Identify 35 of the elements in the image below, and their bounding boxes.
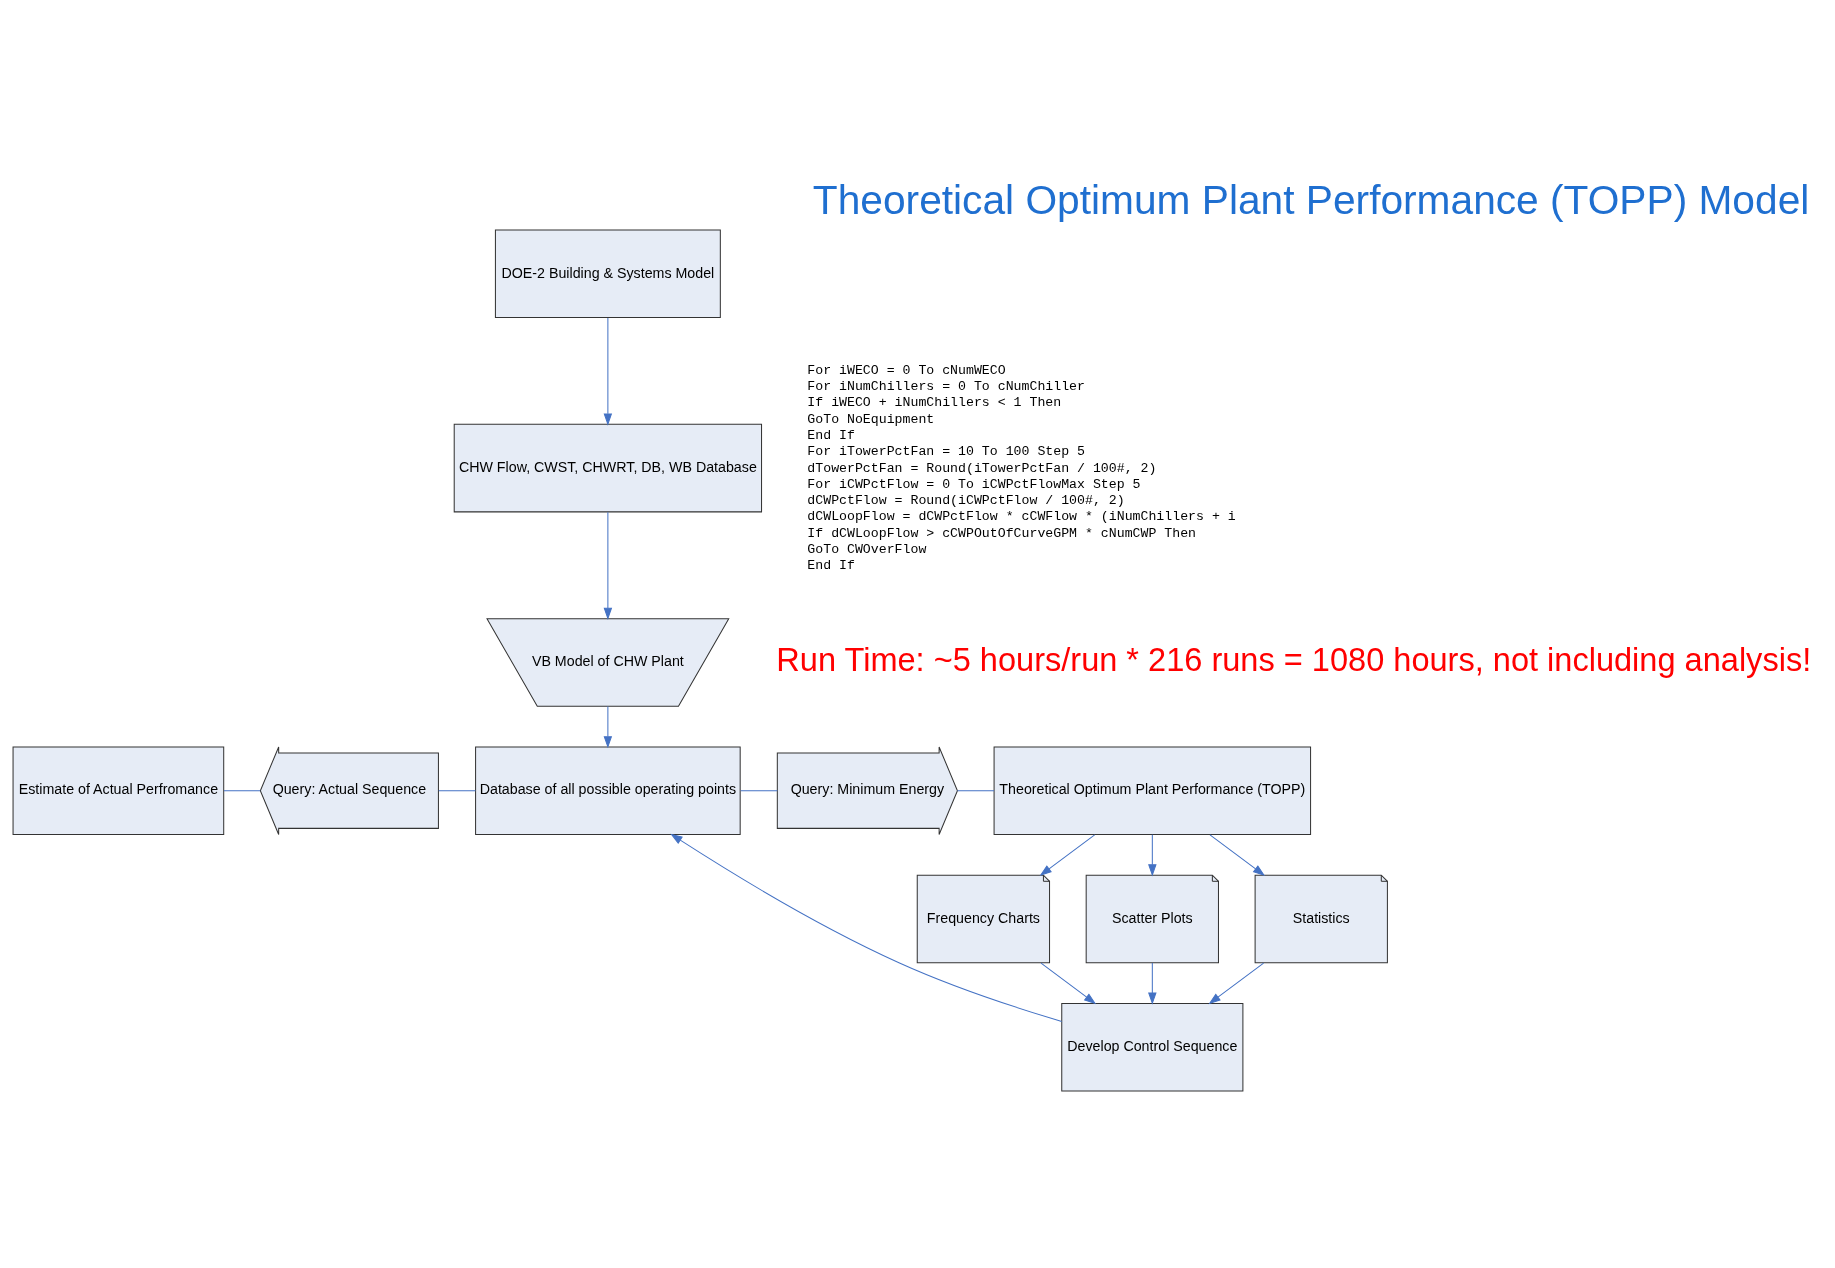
connector	[740, 790, 778, 792]
arrow	[1148, 962, 1157, 1005]
arrow	[1209, 834, 1266, 876]
connector	[957, 790, 995, 792]
arrow	[1039, 834, 1096, 876]
arrow	[603, 317, 613, 426]
label: For iWECO = 0 To cNumWECO	[807, 362, 1006, 378]
node-box: Estimate of Actual Perfromance	[12, 746, 225, 835]
label: For iTowerPctFan = 10 To 100 Step 5	[807, 444, 1085, 460]
label: dTowerPctFan = Round(iTowerPctFan / 100#, 2)	[807, 460, 1157, 476]
label: For iCWPctFlow = 0 To iCWPctFlowMax Step 5	[807, 476, 1141, 492]
diagram-title: Theoretical Optimum Plant Performance (TOPP) Model	[812, 176, 1810, 223]
label: For iNumChillers = 0 To cNumChiller	[807, 379, 1085, 395]
label: Run Time: ~5 hours/run * 216 runs = 1080 hours, not including analysis!	[776, 641, 1812, 678]
node-box: Develop Control Sequence	[1061, 1002, 1244, 1092]
label: GoTo CWOverFlow	[807, 541, 927, 557]
arrow	[603, 706, 613, 749]
label: If dCWLoopFlow > cCWPOutOfCurveGPM * cNumCWP Then	[807, 525, 1197, 541]
node-box: Database of all possible operating points	[475, 746, 741, 835]
arrow	[1148, 834, 1157, 877]
label: End If	[807, 428, 855, 444]
node-box: Theoretical Optimum Plant Performance (TOPP)	[993, 746, 1312, 835]
label: If iWECO + iNumChillers < 1 Then	[807, 395, 1062, 411]
arrow	[1040, 962, 1097, 1005]
label: End If	[807, 558, 855, 574]
arrow	[603, 511, 613, 620]
label: dCWPctFlow = Round(iCWPctFlow / 100#, 2)	[807, 493, 1125, 509]
arrow	[1208, 962, 1265, 1005]
label: dCWLoopFlow = dCWPctFlow * cCWFlow * (iNumChillers + i	[807, 509, 1236, 525]
connector	[223, 790, 261, 792]
arrow	[670, 833, 1063, 1022]
connector	[438, 790, 476, 792]
label: GoTo NoEquipment	[807, 411, 935, 427]
node-box: DOE-2 Building & Systems Model	[494, 229, 721, 318]
node-box: CHW Flow, CWST, CHWRT, DB, WB Database	[453, 423, 763, 513]
